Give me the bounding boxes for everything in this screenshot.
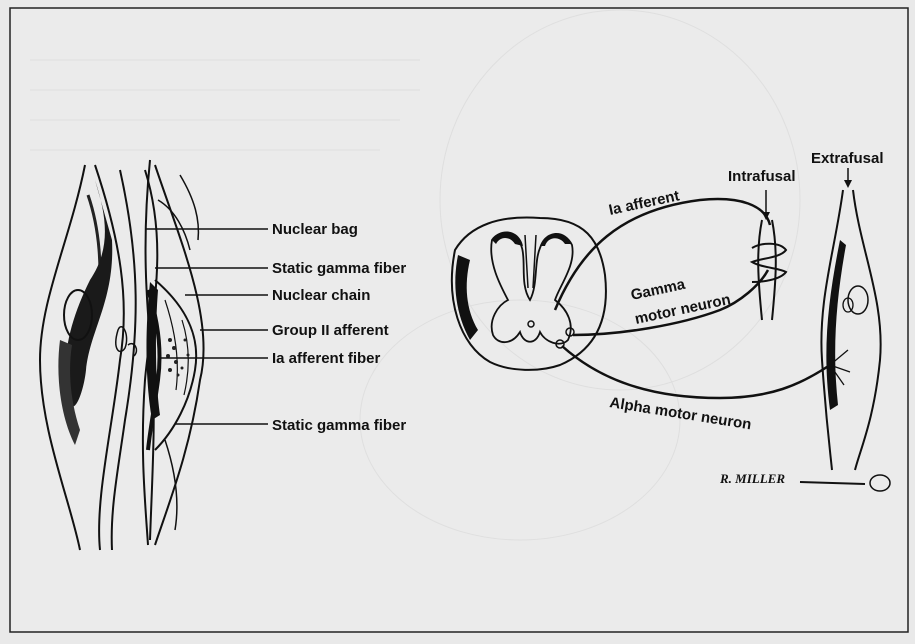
label-static-gamma-fiber-top: Static gamma fiber xyxy=(272,260,406,277)
label-intrafusal: Intrafusal xyxy=(728,168,796,185)
signature-text: R. MILLER xyxy=(719,471,785,486)
label-ia-afferent-fiber: Ia afferent fiber xyxy=(272,350,381,367)
label-nuclear-chain: Nuclear chain xyxy=(272,287,370,304)
label-extrafusal: Extrafusal xyxy=(811,150,884,167)
label-static-gamma-fiber-bottom: Static gamma fiber xyxy=(272,417,406,434)
label-group-ii-afferent: Group II afferent xyxy=(272,322,389,339)
label-nuclear-bag: Nuclear bag xyxy=(272,221,358,238)
